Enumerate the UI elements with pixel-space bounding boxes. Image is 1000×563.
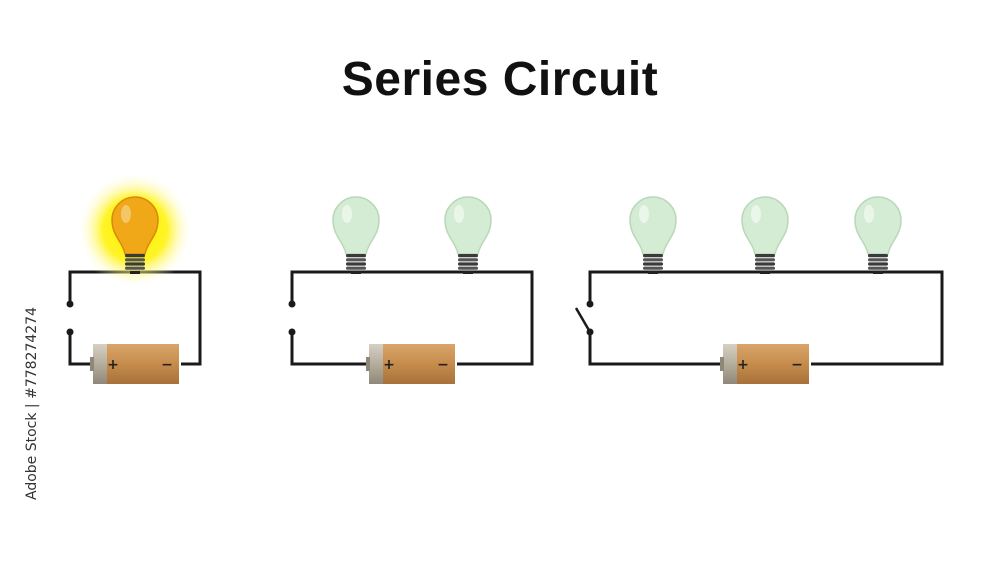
bulb-base-thread bbox=[643, 254, 663, 258]
bulb-base-thread bbox=[125, 262, 145, 266]
bulb-glass bbox=[629, 196, 677, 255]
wire-gap bbox=[586, 304, 594, 332]
bulb-base-thread bbox=[458, 266, 478, 270]
bulb-base-thread bbox=[643, 258, 663, 262]
switch-contact bbox=[288, 328, 296, 336]
bulb-tip bbox=[130, 271, 140, 274]
battery-body bbox=[377, 344, 455, 384]
bulb-base-thread bbox=[868, 254, 888, 258]
switch-lever bbox=[574, 307, 592, 333]
bulb-base-thread bbox=[643, 266, 663, 270]
bulb-highlight bbox=[751, 205, 761, 223]
bulb-highlight bbox=[121, 205, 131, 223]
battery-body bbox=[731, 344, 809, 384]
wire-gap bbox=[66, 304, 74, 332]
bulb-base-thread bbox=[458, 262, 478, 266]
bulb-highlight bbox=[639, 205, 649, 223]
battery-negative-label: − bbox=[791, 357, 803, 373]
battery-cap bbox=[93, 344, 107, 384]
bulb-base-thread bbox=[346, 254, 366, 258]
bulb-tip bbox=[873, 271, 883, 274]
switch-contact bbox=[586, 300, 594, 308]
circuit-2: +− bbox=[288, 196, 534, 384]
bulb-base-thread bbox=[346, 262, 366, 266]
bulb-glass bbox=[444, 196, 492, 255]
bulb-base-thread bbox=[755, 266, 775, 270]
battery-positive-label: + bbox=[107, 357, 119, 373]
battery-negative-label: − bbox=[437, 357, 449, 373]
bulb-glass bbox=[854, 196, 902, 255]
battery-terminal bbox=[366, 357, 370, 371]
bulb-base-thread bbox=[868, 262, 888, 266]
bulb-base-thread bbox=[458, 258, 478, 262]
bulb-glass bbox=[741, 196, 789, 255]
bulb-base-thread bbox=[458, 254, 478, 258]
bulb-tip bbox=[351, 271, 361, 274]
bulb-base-thread bbox=[125, 254, 145, 258]
battery-negative-label: − bbox=[161, 357, 173, 373]
circuit-3: +− bbox=[574, 196, 944, 384]
bulb-base-thread bbox=[125, 258, 145, 262]
bulb-glass bbox=[111, 196, 159, 255]
battery-positive-label: + bbox=[383, 357, 395, 373]
battery-cap bbox=[369, 344, 383, 384]
bulb-glass bbox=[332, 196, 380, 255]
bulb-tip bbox=[760, 271, 770, 274]
wire-gap bbox=[288, 304, 296, 332]
bulb-tip bbox=[463, 271, 473, 274]
bulb-highlight bbox=[454, 205, 464, 223]
bulb-highlight bbox=[342, 205, 352, 223]
battery-cap bbox=[723, 344, 737, 384]
bulb-base-thread bbox=[346, 266, 366, 270]
bulb-base-thread bbox=[868, 258, 888, 262]
bulb-base-thread bbox=[868, 266, 888, 270]
battery-positive-label: + bbox=[737, 357, 749, 373]
bulb-base-thread bbox=[755, 262, 775, 266]
switch-contact bbox=[288, 300, 296, 308]
bulb-base-thread bbox=[125, 266, 145, 270]
battery-terminal bbox=[90, 357, 94, 371]
switch-contact bbox=[66, 300, 74, 308]
circuit-1: +− bbox=[66, 172, 202, 384]
diagram-title: Series Circuit bbox=[341, 53, 659, 106]
battery-terminal bbox=[720, 357, 724, 371]
switch-contact bbox=[66, 328, 74, 336]
bulb-base-thread bbox=[643, 262, 663, 266]
bulb-tip bbox=[648, 271, 658, 274]
battery-body bbox=[101, 344, 179, 384]
bulb-base-thread bbox=[755, 258, 775, 262]
bulb-base-thread bbox=[755, 254, 775, 258]
bulb-base-thread bbox=[346, 258, 366, 262]
bulb-highlight bbox=[864, 205, 874, 223]
